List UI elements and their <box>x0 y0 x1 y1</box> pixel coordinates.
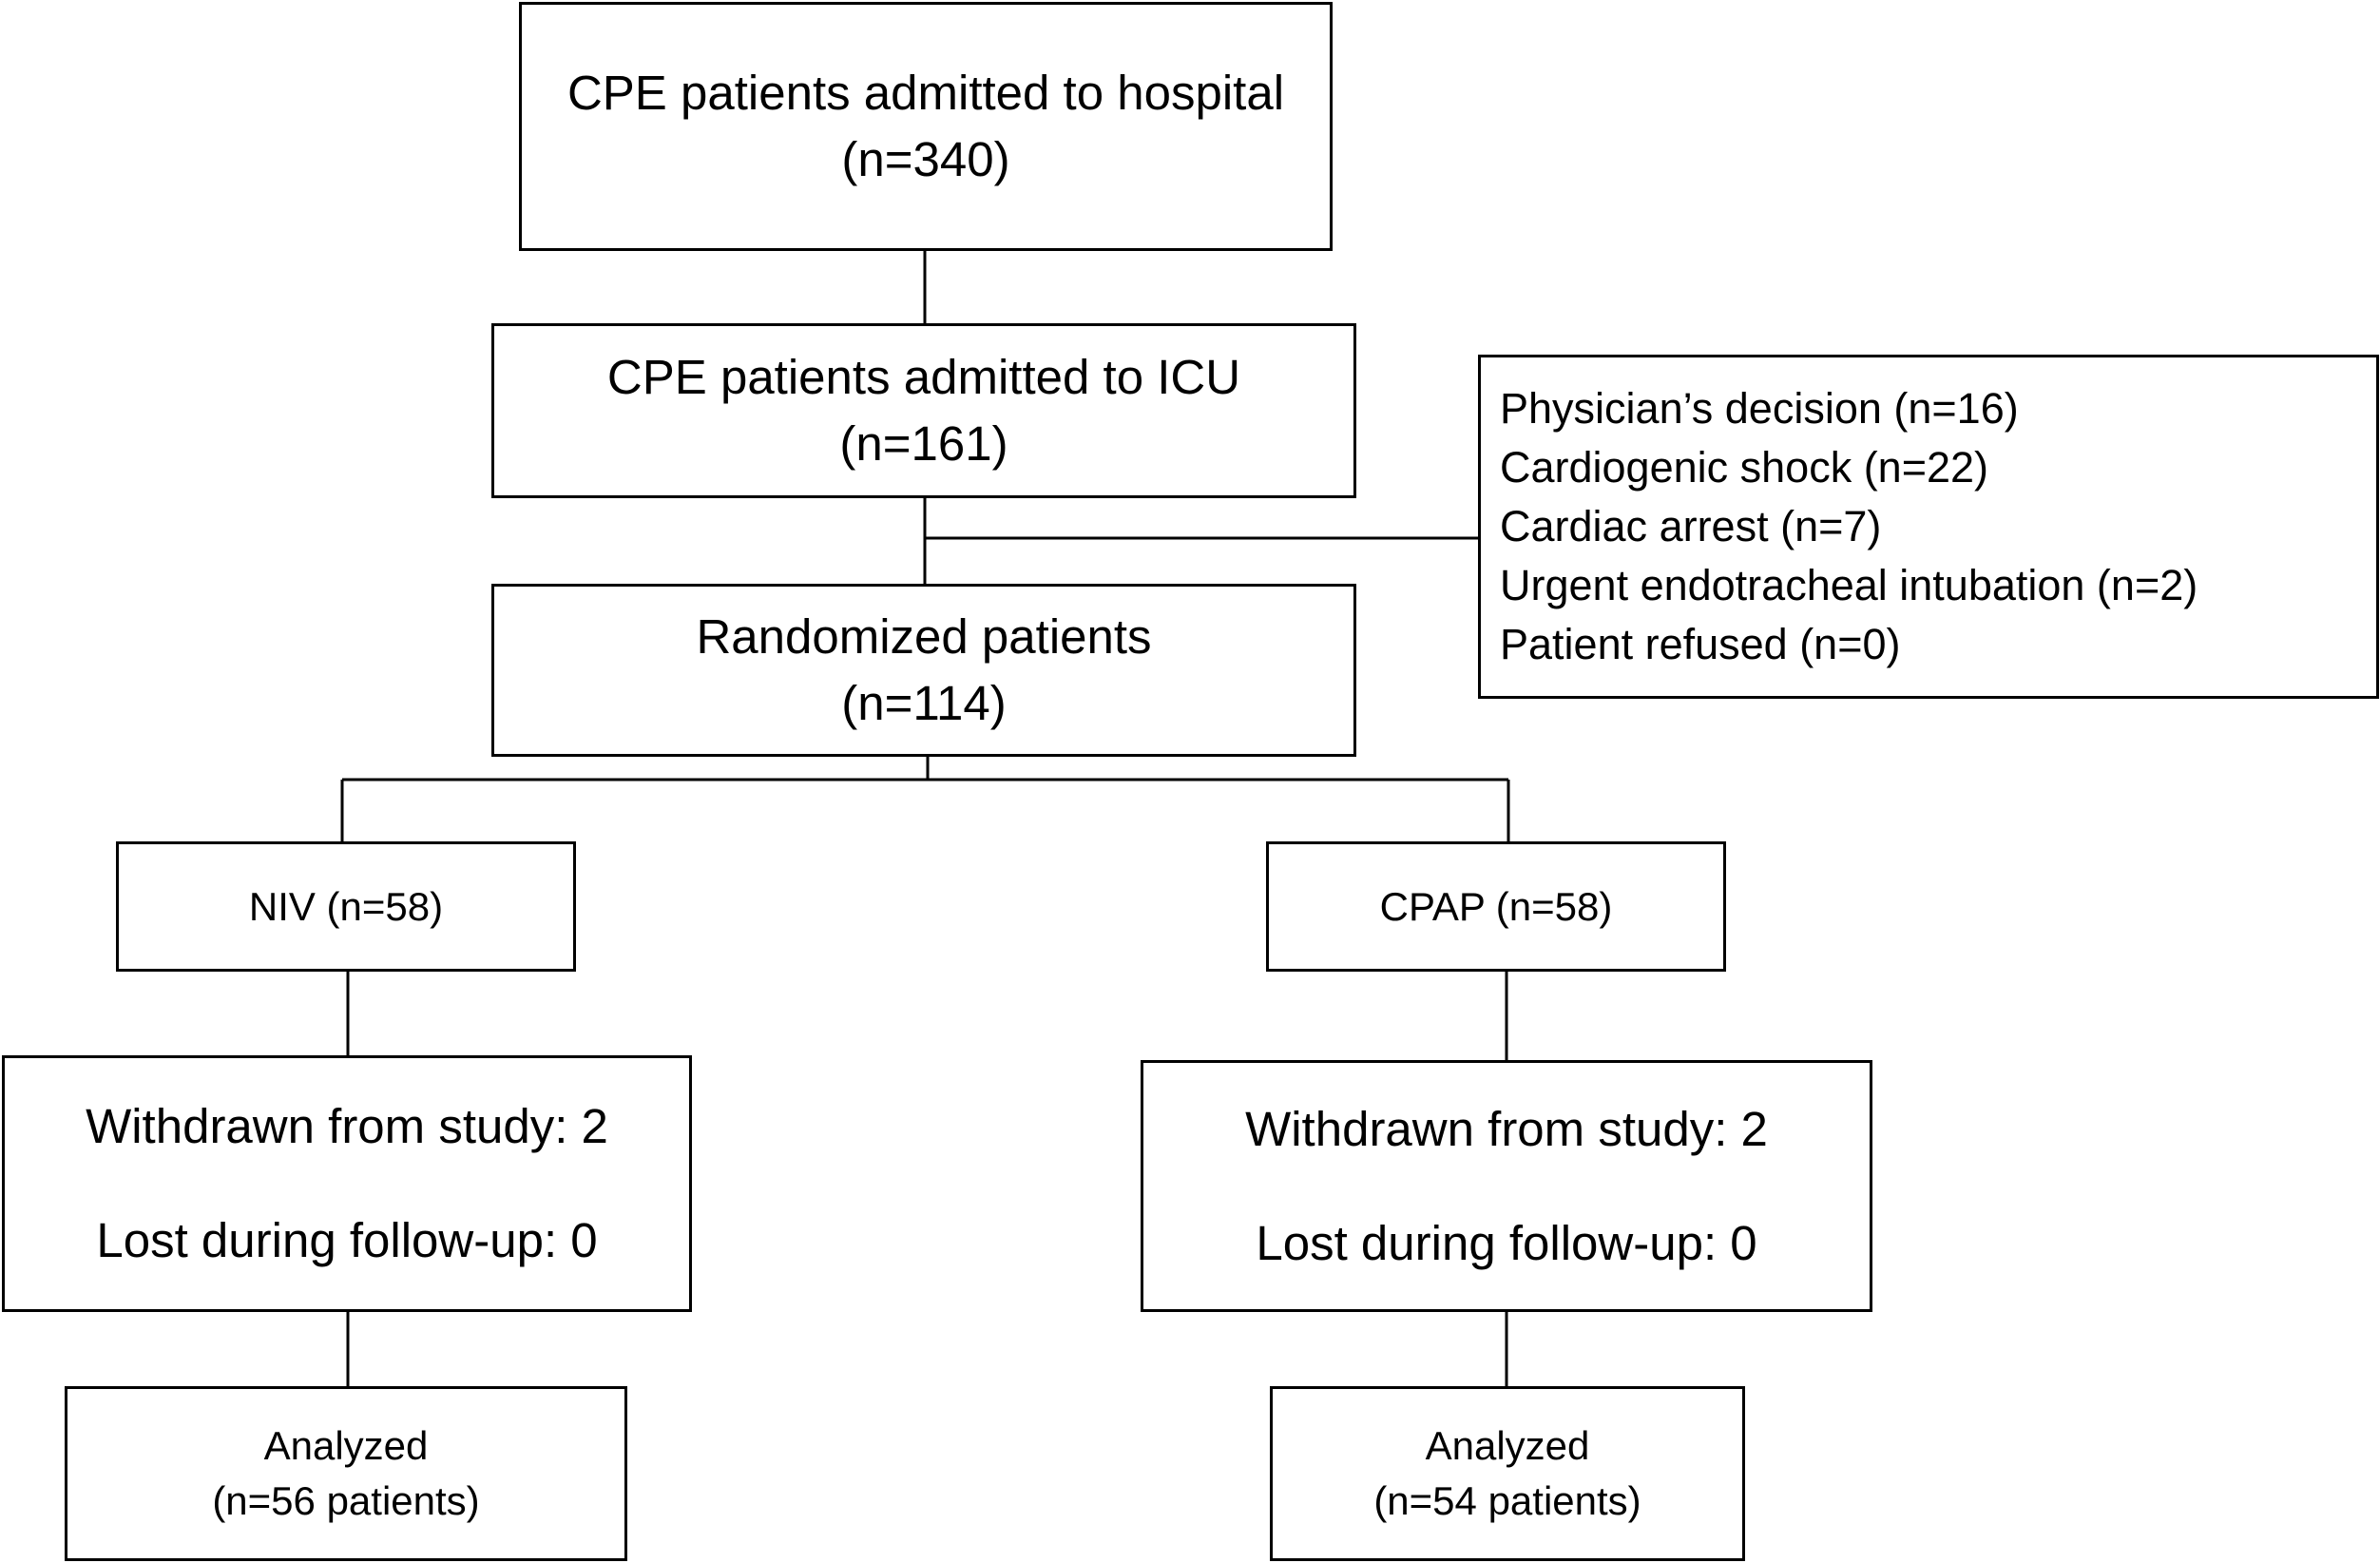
niv-group-box: NIV (n=58) <box>116 841 576 972</box>
cpap-followup-box: Withdrawn from study: 2 Lost during foll… <box>1141 1060 1872 1312</box>
niv-followup-box: Withdrawn from study: 2 Lost during foll… <box>2 1055 692 1312</box>
niv-group-label: NIV (n=58) <box>248 883 444 929</box>
cpap-analyzed-label: Analyzed <box>1425 1423 1590 1468</box>
randomized-box: Randomized patients (n=114) <box>491 584 1356 757</box>
niv-analyzed-box: Analyzed (n=56 patients) <box>65 1386 627 1561</box>
niv-lost-text: Lost during follow-up: 0 <box>96 1213 598 1267</box>
niv-analyzed-count: (n=56 patients) <box>212 1478 480 1523</box>
exclusion-item: Urgent endotracheal intubation (n=2) <box>1500 561 2198 609</box>
niv-analyzed-label: Analyzed <box>263 1423 429 1468</box>
hospital-admission-box: CPE patients admitted to hospital (n=340… <box>519 2 1333 251</box>
hospital-admission-label: CPE patients admitted to hospital <box>566 66 1285 120</box>
icu-admission-count: (n=161) <box>839 416 1008 471</box>
hospital-admission-count: (n=340) <box>841 132 1010 186</box>
cpap-group-label: CPAP (n=58) <box>1379 883 1613 929</box>
icu-admission-box: CPE patients admitted to ICU (n=161) <box>491 323 1356 498</box>
cpap-analyzed-box: Analyzed (n=54 patients) <box>1270 1386 1745 1561</box>
cpap-lost-text: Lost during follow-up: 0 <box>1256 1215 1757 1270</box>
icu-admission-label: CPE patients admitted to ICU <box>606 350 1241 404</box>
exclusion-item: Cardiac arrest (n=7) <box>1500 502 1882 550</box>
randomized-label: Randomized patients <box>696 609 1152 664</box>
exclusion-item: Cardiogenic shock (n=22) <box>1500 443 1989 492</box>
exclusion-box: Physician’s decision (n=16) Cardiogenic … <box>1478 355 2379 699</box>
cpap-withdrawn-text: Withdrawn from study: 2 <box>1245 1101 1768 1156</box>
cpap-group-box: CPAP (n=58) <box>1266 841 1726 972</box>
cpap-analyzed-count: (n=54 patients) <box>1373 1478 1641 1523</box>
exclusion-item: Physician’s decision (n=16) <box>1500 384 2019 433</box>
randomized-count: (n=114) <box>841 676 1007 730</box>
exclusion-item: Patient refused (n=0) <box>1500 620 1901 668</box>
niv-withdrawn-text: Withdrawn from study: 2 <box>86 1099 608 1153</box>
